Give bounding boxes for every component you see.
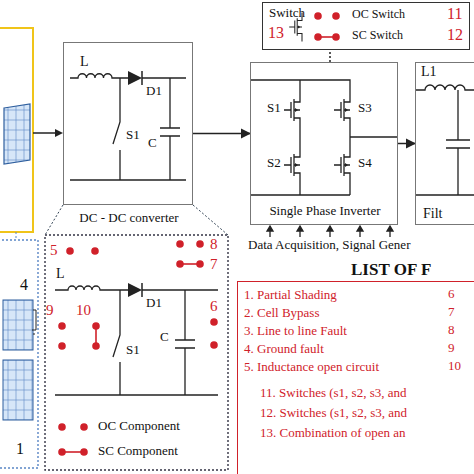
fault-item: 13. Combination of open an (260, 426, 406, 441)
pv-frame (0, 28, 33, 232)
callout-number: 12 (447, 26, 463, 44)
pv-arrow (33, 132, 57, 134)
diode-symbol (128, 71, 142, 85)
callout-number: 7 (210, 256, 218, 273)
signal-label: Data Acquisition, Signal Gener (248, 238, 410, 253)
boost-circuit (70, 74, 186, 180)
signal-arrows (267, 226, 393, 237)
component-label: S2 (267, 156, 281, 171)
zoom-line (45, 205, 228, 235)
connector (193, 133, 250, 135)
mosfet-symbol (334, 147, 350, 183)
component-label: L (80, 54, 89, 70)
fault-number: 7 (448, 305, 455, 320)
callout-number: 13 (268, 24, 284, 42)
legend-text: SC Component (98, 444, 178, 459)
component-label: S1 (126, 128, 140, 143)
callout-number: 10 (76, 302, 91, 319)
list-heading: LIST OF F (351, 260, 431, 280)
fault-number: 9 (448, 341, 455, 356)
filter-circuit (415, 85, 474, 195)
component-label: L1 (421, 64, 437, 80)
boost-circuit-detail (55, 286, 218, 395)
diode-bar (141, 71, 143, 85)
pv-panel (4, 104, 30, 164)
box-label: DC - DC converter (79, 211, 178, 226)
fault-number: 10 (448, 359, 461, 374)
fault-item: 3. Line to line Fault (244, 324, 347, 339)
filter-box: Filt (415, 62, 474, 225)
fault-item: 2. Cell Bypass (244, 306, 319, 321)
mosfet-symbol (284, 92, 300, 128)
fault-item: 1. Partial Shading (244, 288, 337, 303)
component-label: S3 (358, 101, 372, 116)
component-label: S1 (267, 101, 281, 116)
pv-detail-box (0, 240, 38, 468)
inverter-box: Single Phase Inverter (250, 62, 398, 225)
callout-number: 9 (46, 302, 54, 319)
pv-cells (3, 300, 33, 350)
h-bridge (250, 80, 398, 195)
mosfet-symbol (334, 92, 350, 128)
connector (329, 50, 331, 62)
component-label: D1 (146, 296, 162, 311)
legend-text: SC Switch (352, 29, 403, 43)
legend-text: OC Component (98, 419, 180, 434)
component-label: S1 (126, 343, 140, 358)
component-label: C (148, 136, 157, 151)
pv-arrow-head (55, 129, 63, 137)
converter-detail-box (45, 235, 228, 470)
mosfet-symbol (284, 147, 300, 183)
fault-item: 5. Inductance open circuit (244, 360, 379, 375)
legend-text: OC Switch (352, 8, 405, 22)
box-label: Switch (269, 6, 305, 21)
component-label: C (160, 330, 169, 345)
box-label: Single Phase Inverter (269, 204, 380, 219)
connector (398, 143, 415, 145)
pv-cells (3, 360, 33, 420)
callout-number: 6 (210, 298, 218, 315)
fault-item: 11. Switches (s1, s2, s3, and (260, 386, 407, 401)
fault-item: 4. Ground fault (244, 342, 324, 357)
callout-number: 5 (50, 242, 58, 259)
callout-number: 1 (16, 440, 24, 458)
diode-bar (141, 283, 143, 297)
fault-item: 12. Switches (s1, s2, s3, and (260, 406, 407, 421)
zoom-line (16, 232, 17, 240)
box-label: Filt (423, 206, 442, 222)
fault-number: 6 (448, 287, 455, 302)
ground-symbol (32, 310, 36, 334)
callout-number: 8 (210, 236, 218, 253)
fault-list-box: LIST OF F1. Partial Shading2. Cell Bypas… (237, 281, 474, 474)
component-label: L (56, 266, 65, 282)
component-label: D1 (146, 84, 162, 99)
component-label: S4 (358, 156, 372, 171)
callout-number: 11 (447, 5, 462, 23)
fault-number: 8 (448, 323, 455, 338)
diode-symbol (128, 283, 142, 297)
callout-number: 4 (20, 276, 28, 294)
